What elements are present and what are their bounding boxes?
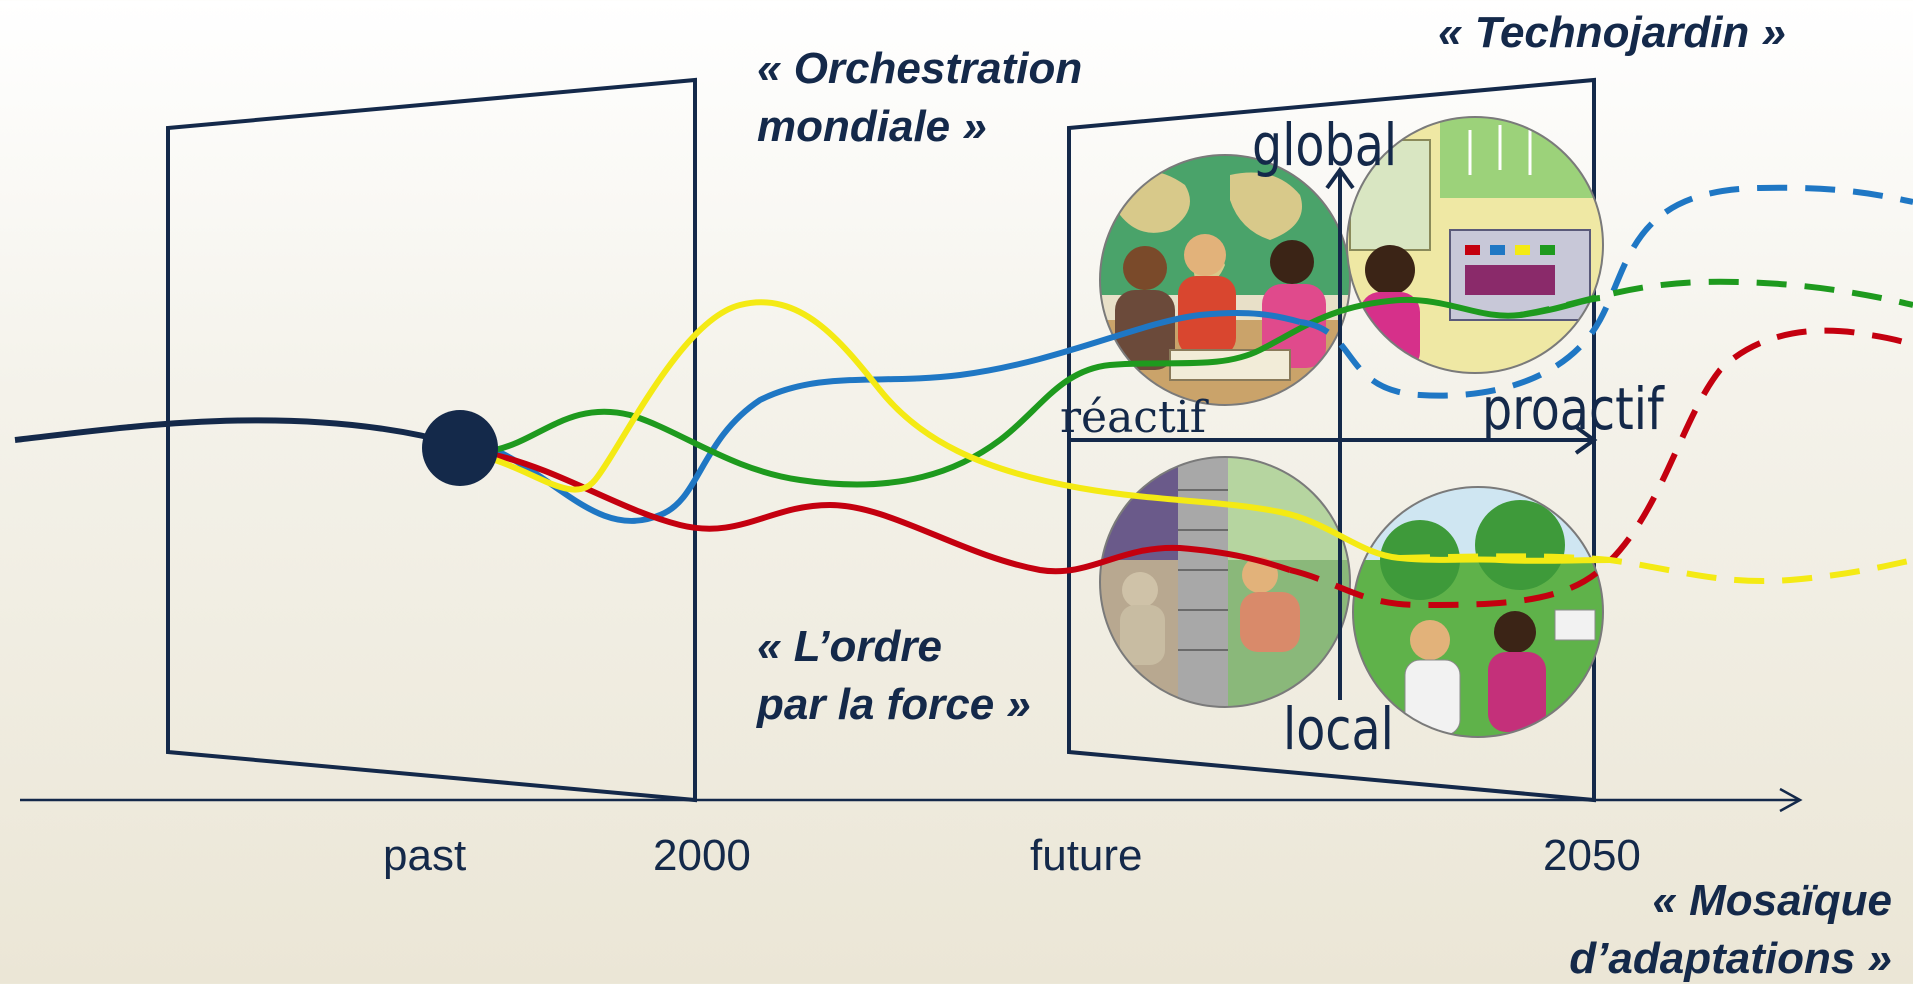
year-2050-label: 2050 — [1543, 831, 1641, 880]
past-trajectory-line — [14, 417, 461, 448]
time-axis — [20, 787, 1803, 813]
orchestration-title-line1: « Orchestration — [757, 44, 1083, 93]
future-frame — [1067, 77, 1596, 803]
orchestration-path — [493, 309, 1301, 524]
origin-node — [422, 410, 498, 486]
global-local-axis — [1325, 166, 1355, 700]
mosaique-title-line1: « Mosaïque — [1652, 876, 1892, 925]
local-axis-label: local — [1283, 695, 1394, 763]
technojardin-title-line1: « Technojardin » — [1438, 8, 1787, 57]
mosaique-path — [494, 299, 1611, 564]
technojardin-dashed-path — [1519, 278, 1913, 318]
present-frame — [166, 77, 697, 803]
ordre-dashed-path — [1289, 327, 1913, 609]
ordre-title: « L’ordre par la force » — [757, 618, 1031, 734]
orchestration-title: « Orchestration mondiale » — [757, 40, 1082, 156]
mosaique-title: « Mosaïque d’adaptations » — [1520, 872, 1892, 984]
technojardin-title: « Technojardin » — [1438, 4, 1786, 62]
past-label: past — [383, 831, 467, 880]
orchestration-title-line2: mondiale » — [757, 102, 987, 152]
ordre-path — [494, 452, 1291, 575]
reactive-axis-label: réactif — [1060, 392, 1206, 443]
future-label: future — [1030, 831, 1143, 880]
mosaique-title-line2: d’adaptations » — [1569, 934, 1892, 984]
mosaique-dashed-path — [1399, 553, 1913, 584]
orchestration-dashed-path — [1299, 184, 1913, 399]
year-2000-label: 2000 — [653, 831, 751, 880]
proactive-axis-label: proactif — [1482, 375, 1664, 443]
ordre-title-line2: par la force » — [757, 680, 1031, 730]
global-axis-label: global — [1252, 111, 1398, 179]
world-map-meeting-illustration — [1099, 154, 1351, 406]
reactive-proactive-axis — [1069, 425, 1598, 455]
ordre-title-line1: « L’ordre — [757, 622, 943, 671]
technojardin-path — [494, 295, 1601, 488]
